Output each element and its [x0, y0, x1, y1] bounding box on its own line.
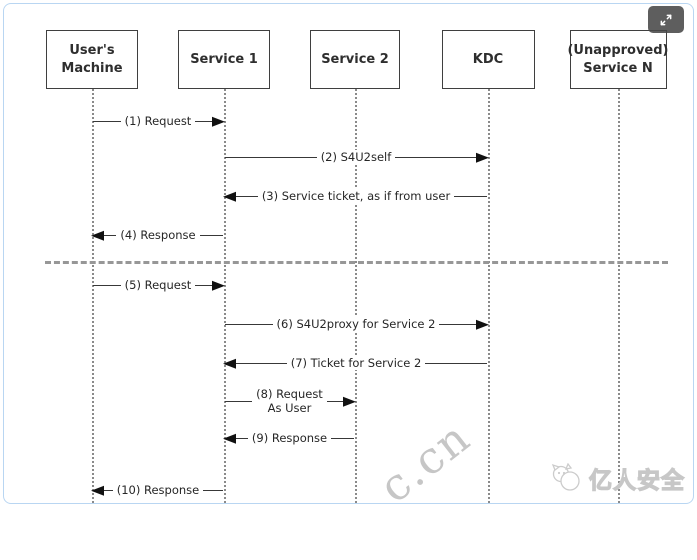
actor-label: Service 1 [190, 51, 258, 67]
lifeline-service-1 [224, 89, 226, 503]
actor-label: User's Machine [61, 42, 123, 76]
message-label: (6) S4U2proxy for Service 2 [272, 316, 440, 332]
expand-icon [660, 14, 672, 25]
arrowhead-icon [223, 191, 236, 202]
arrowhead-icon [91, 230, 104, 241]
arrowhead-icon [91, 485, 104, 496]
actor-box-users-machine: User's Machine [46, 30, 138, 89]
message-label: (4) Response [116, 227, 200, 243]
message-label: (9) Response [247, 430, 332, 446]
actor-box-kdc: KDC [441, 30, 535, 89]
arrowhead-icon [476, 152, 489, 163]
message-7: (7) Ticket for Service 2 [223, 353, 488, 373]
actor-box-service-n: (Unapproved) Service N [567, 30, 669, 89]
brand-name: 亿人安全 [588, 467, 685, 494]
arrowhead-icon [212, 280, 225, 291]
arrowhead-icon [476, 319, 489, 330]
arrowhead-icon [223, 433, 236, 444]
message-10: (10) Response [91, 480, 224, 500]
message-label: (5) Request [120, 277, 196, 293]
message-label: (7) Ticket for Service 2 [286, 355, 426, 371]
arrowhead-icon [223, 358, 236, 369]
actor-label: Service 2 [321, 51, 389, 67]
lifeline-kdc [488, 89, 490, 503]
brand-logo: 亿人安全 [550, 461, 685, 495]
message-3: (3) Service ticket, as if from user [223, 186, 488, 206]
message-2: (2) S4U2self [224, 147, 489, 167]
actor-label: (Unapproved) Service N [567, 42, 669, 76]
actor-box-service-2: Service 2 [310, 30, 400, 89]
message-label: (3) Service ticket, as if from user [257, 188, 455, 204]
lifeline-users-machine [92, 89, 94, 503]
phase-divider-line [45, 261, 668, 264]
arrowhead-icon [343, 396, 356, 407]
message-9: (9) Response [223, 428, 355, 448]
message-6: (6) S4U2proxy for Service 2 [224, 314, 489, 334]
arrowhead-icon [212, 116, 225, 127]
actor-label: KDC [472, 51, 504, 67]
lifeline-service-n [618, 89, 620, 503]
message-4: (4) Response [91, 225, 224, 245]
message-label: (1) Request [120, 113, 196, 129]
message-8: (8) Request As User [224, 384, 356, 418]
sequence-diagram: User's Machine Service 1 Service 2 KDC (Unap… [45, 30, 669, 503]
message-label: (10) Response [112, 482, 204, 498]
actor-box-service-1: Service 1 [178, 30, 270, 89]
brand-icon [551, 463, 580, 491]
message-1: (1) Request [92, 111, 225, 131]
lifeline-service-2 [355, 89, 357, 503]
message-5: (5) Request [92, 275, 225, 295]
message-label: (2) S4U2self [316, 149, 396, 165]
message-label: (8) Request As User [252, 386, 327, 416]
expand-button[interactable] [648, 6, 684, 33]
